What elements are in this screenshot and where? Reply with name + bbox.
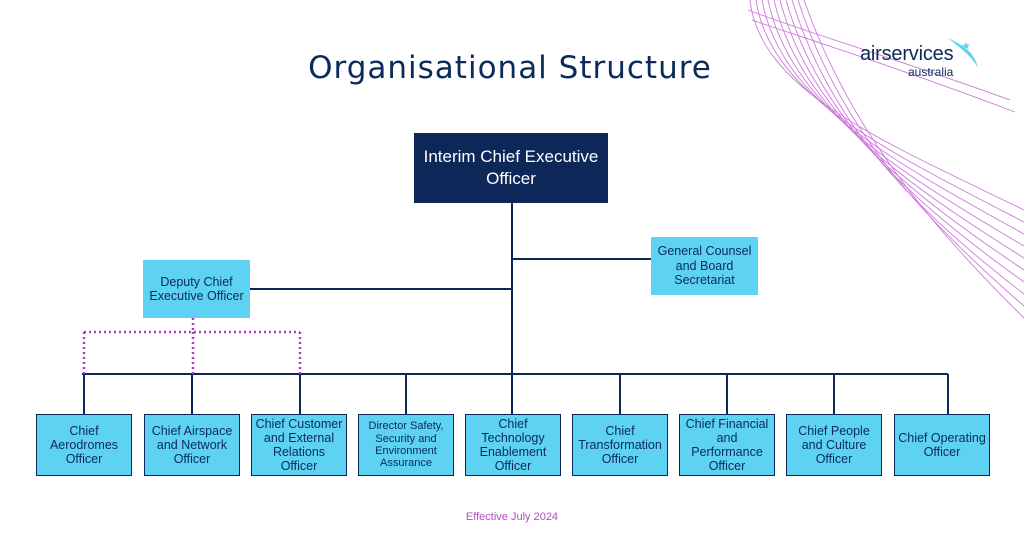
chief-aerodromes-box: Chief Aerodromes Officer [36, 414, 132, 476]
airservices-logo: airservices australia [856, 36, 984, 84]
page-title: Organisational Structure [308, 50, 712, 86]
chief-transformation-box: Chief Transformation Officer [572, 414, 668, 476]
effective-date: Effective July 2024 [465, 511, 559, 523]
chief-people-box: Chief People and Culture Officer [786, 414, 882, 476]
logo-text-airservices: airservices [860, 43, 954, 65]
general-counsel-box: General Counsel and Board Secretariat [651, 237, 758, 295]
logo-swoosh-icon [948, 38, 978, 68]
chief-customer-box: Chief Customer and External Relations Of… [251, 414, 347, 476]
logo-text-australia: australia [908, 65, 954, 79]
chief-operating-box: Chief Operating Officer [894, 414, 990, 476]
director-safety-box: Director Safety, Security and Environmen… [358, 414, 454, 476]
ceo-box: Interim Chief Executive Officer [414, 133, 608, 203]
deputy-ceo-box: Deputy Chief Executive Officer [143, 260, 250, 318]
chief-technology-box: Chief Technology Enablement Officer [465, 414, 561, 476]
chief-airspace-box: Chief Airspace and Network Officer [144, 414, 240, 476]
chief-financial-box: Chief Financial and Performance Officer [679, 414, 775, 476]
